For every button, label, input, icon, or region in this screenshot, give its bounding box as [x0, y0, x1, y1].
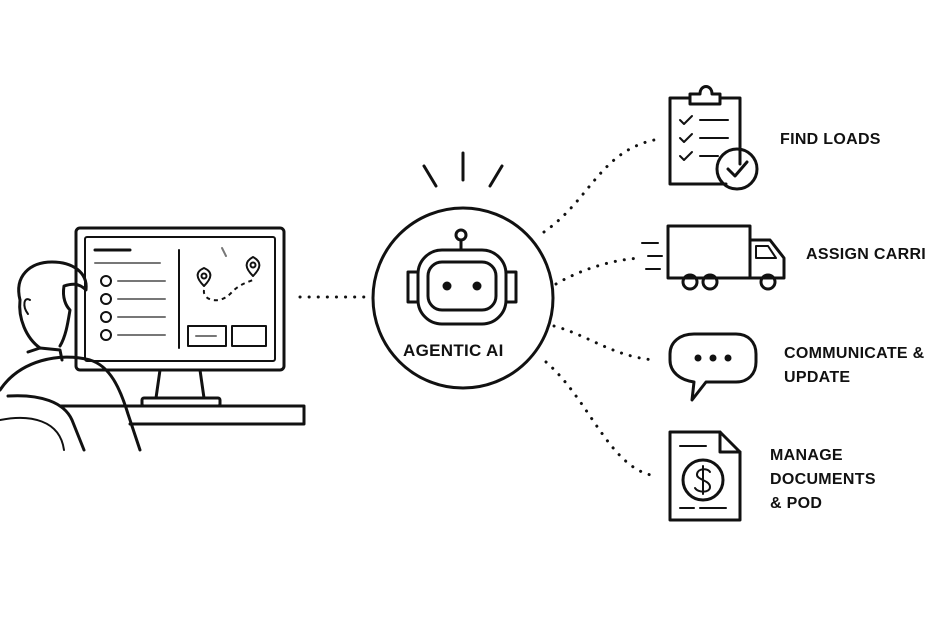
chat-bubble-icon: [668, 332, 758, 402]
clipboard-checklist-icon: [668, 85, 759, 191]
task-connectors: [542, 138, 658, 478]
task-label-line: COMMUNICATE &: [784, 345, 925, 362]
dollar-document-icon: [668, 430, 742, 522]
task-label-find-loads: FIND LOADS: [780, 131, 881, 148]
task-label-line: & POD: [770, 495, 823, 512]
monitor-icon: [58, 226, 306, 426]
delivery-truck-icon: [641, 224, 786, 291]
task-label-manage-documents: MANAGE DOCUMENTS & POD: [770, 444, 876, 516]
person-at-computer-icon: [0, 226, 306, 452]
task-label-line: DOCUMENTS: [770, 471, 876, 488]
person-icon: [0, 260, 142, 452]
task-label-assign-carrier: ASSIGN CARRI: [806, 246, 927, 263]
task-label-line: MANAGE: [770, 447, 843, 464]
task-label-line: UPDATE: [784, 369, 851, 386]
agentic-ai-label: AGENTIC AI: [403, 341, 504, 360]
task-label-communicate: COMMUNICATE & UPDATE: [784, 342, 924, 390]
robot-icon: [406, 228, 518, 326]
agentic-ai-node: [371, 151, 555, 390]
